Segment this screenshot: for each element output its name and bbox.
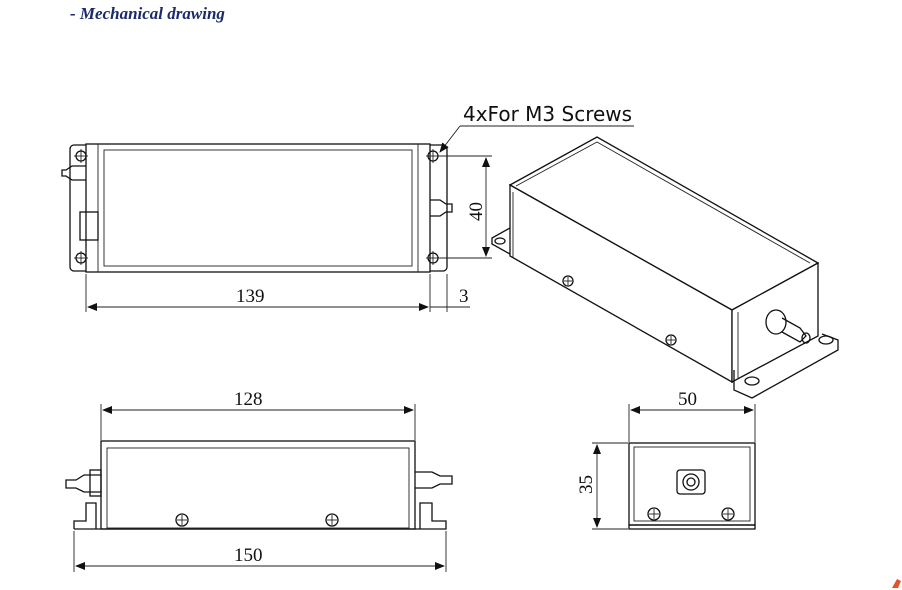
isometric-view — [491, 136, 839, 399]
screw-icon — [562, 275, 574, 287]
mount-hole — [426, 251, 440, 265]
right-nozzle — [430, 199, 453, 217]
dim-top-length: 139 — [236, 286, 265, 307]
screw-icon — [175, 513, 189, 527]
side-right-nozzle — [415, 471, 453, 489]
end-view: 50 35 — [576, 389, 756, 530]
side-view: 128 150 — [65, 389, 453, 572]
page-heading: - Mechanical drawing — [70, 4, 225, 23]
dim-end-width: 50 — [678, 389, 697, 410]
dim-side-body: 128 — [234, 389, 263, 410]
iso-end-face — [731, 261, 819, 384]
top-body-inner — [103, 149, 413, 267]
screw-icon — [721, 507, 735, 521]
dim-end-height: 35 — [576, 475, 597, 494]
side-base — [74, 502, 447, 530]
iso-right-flange — [733, 333, 839, 399]
end-connector-icon — [676, 469, 706, 495]
iso-left-flange — [491, 227, 511, 255]
fiber-connector-icon — [765, 309, 811, 344]
end-base — [628, 524, 756, 530]
left-connector — [79, 211, 99, 241]
left-nozzle — [61, 165, 86, 181]
mount-hole — [74, 149, 88, 163]
dim-top-flange: 3 — [459, 286, 469, 307]
mount-hole — [426, 149, 440, 163]
screws-callout: 4xFor M3 Screws — [463, 102, 632, 126]
screw-icon — [647, 507, 661, 521]
side-left-nozzle — [65, 474, 101, 493]
side-body — [100, 440, 416, 530]
dim-side-overall: 150 — [234, 545, 263, 566]
screw-icon — [325, 513, 339, 527]
top-body — [85, 143, 431, 273]
dim-top-height: 40 — [466, 202, 487, 221]
corner-mark — [892, 579, 901, 588]
mount-hole — [74, 251, 88, 265]
screw-icon — [665, 334, 677, 346]
top-view: 4xFor M3 Screws 40 139 3 — [61, 102, 634, 312]
